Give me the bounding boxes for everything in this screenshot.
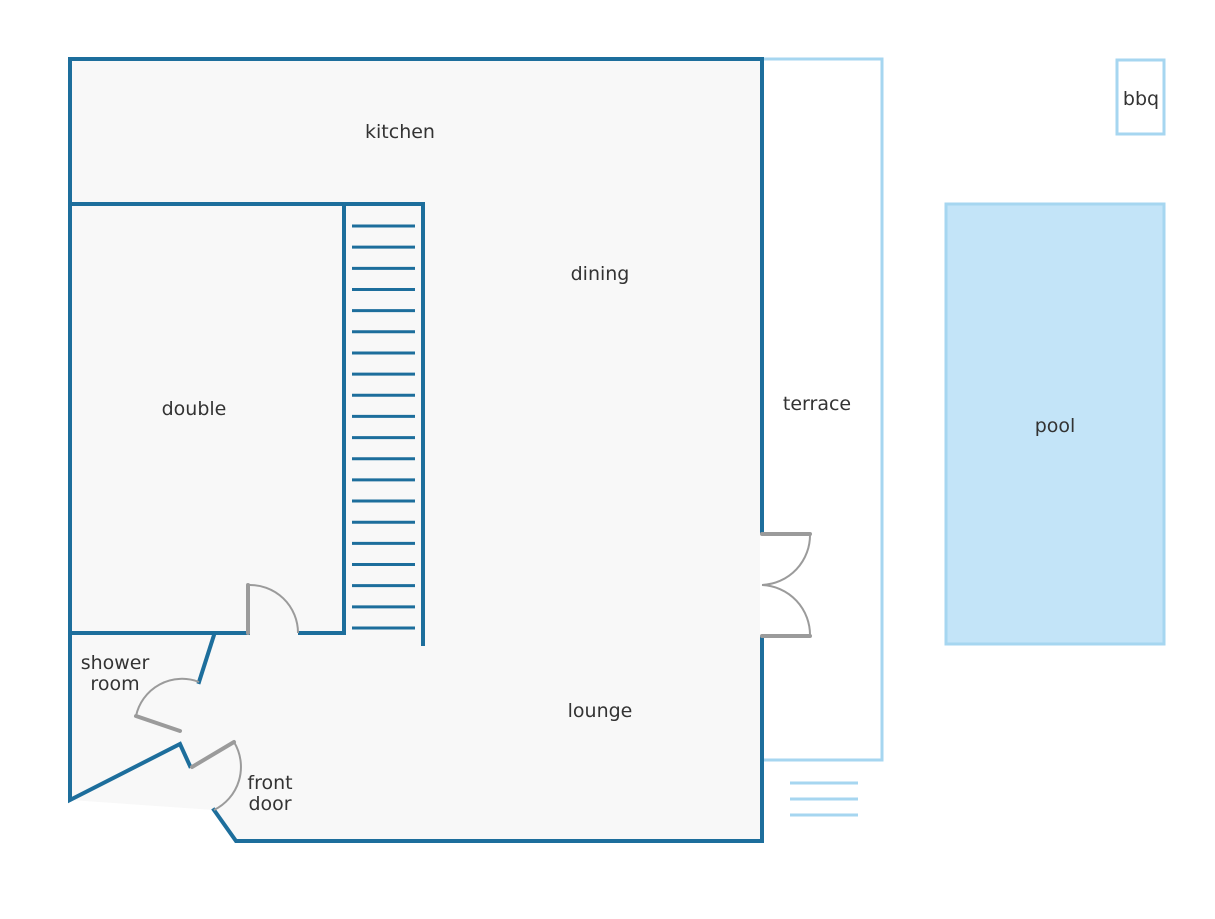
front-door-label-line1: front	[247, 772, 292, 794]
front-door-label-line2: door	[248, 793, 291, 815]
dining-label: dining	[571, 263, 630, 285]
double-room-wall	[68, 202, 346, 635]
front-door-leaf	[190, 740, 236, 769]
double-label: double	[162, 398, 227, 420]
bbq-area	[1115, 58, 1166, 136]
terrace-label: terrace	[783, 393, 851, 415]
shower-room-wall	[196, 632, 217, 685]
front-door-swing	[213, 741, 242, 811]
house-floor	[70, 59, 762, 841]
shower-room-label-line2: room	[90, 673, 139, 695]
kitchen-label: kitchen	[365, 121, 435, 143]
terrace-door-swing-bottom	[761, 584, 812, 637]
pool-label: pool	[1035, 415, 1076, 437]
shower-room-label-line1: shower	[81, 652, 150, 674]
lounge-label: lounge	[568, 700, 633, 722]
outer-wall-lower	[211, 636, 764, 843]
bbq-label: bbq	[1123, 88, 1159, 110]
outer-wall	[68, 57, 764, 804]
terrace-door-swing-top	[761, 533, 812, 586]
stair-wall	[342, 202, 425, 646]
staircase	[352, 224, 415, 630]
shower-room-door-swing	[135, 677, 200, 717]
pool-area	[944, 202, 1166, 646]
shower-room-door-leaf	[134, 714, 182, 733]
double-room-door-swing	[247, 583, 300, 634]
